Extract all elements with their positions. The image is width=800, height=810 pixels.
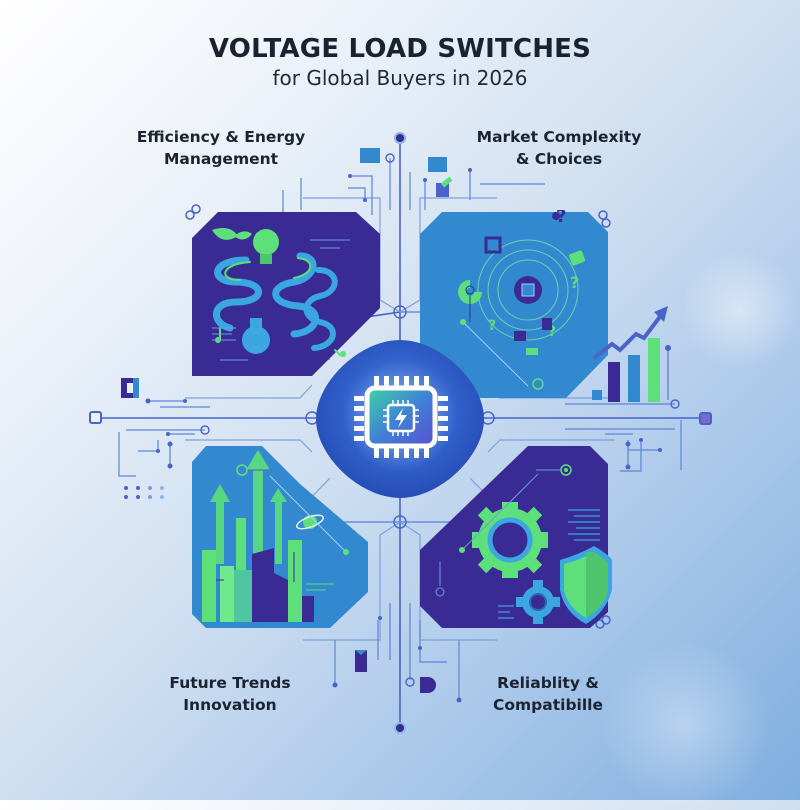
label-market: Market Complexity & Choices	[449, 126, 669, 170]
center-chip-badge	[316, 340, 484, 498]
lightbulb-icon	[242, 318, 270, 354]
label-reliability: Reliablity & Compatibille	[438, 672, 658, 716]
panel-efficiency	[192, 212, 380, 376]
circuit-trace-icon	[213, 252, 341, 356]
rising-bar-chart-icon	[592, 306, 671, 402]
label-future-line2: Innovation	[183, 696, 277, 714]
shield-icon	[560, 546, 612, 624]
label-market-line1: Market Complexity	[476, 128, 642, 146]
microchip-lightning-icon	[354, 376, 448, 458]
leaf-icon	[212, 228, 252, 240]
bar-1	[608, 362, 620, 402]
panel-future	[192, 446, 368, 628]
gear-icon	[472, 502, 548, 578]
bar-3	[648, 338, 660, 402]
svg-text:?: ?	[570, 273, 579, 292]
planet-icon	[295, 514, 325, 530]
page-subtitle: for Global Buyers in 2026	[272, 66, 528, 90]
label-reliability-line2: Compatibille	[493, 696, 603, 714]
label-efficiency-line1: Efficiency & Energy	[136, 128, 306, 146]
svg-text:?: ?	[548, 324, 556, 340]
up-arrow-icon	[210, 450, 287, 564]
small-gear-icon	[516, 580, 560, 624]
page-title: VOLTAGE LOAD SWITCHES	[208, 34, 592, 64]
trend-arrow-icon	[592, 306, 668, 360]
lightning-bolt-icon	[395, 408, 407, 428]
label-future: Future Trends Innovation	[120, 672, 340, 716]
bar-2	[628, 355, 640, 402]
label-efficiency: Efficiency & Energy Management	[111, 126, 331, 170]
label-market-line2: & Choices	[515, 150, 603, 168]
svg-text:?: ?	[556, 210, 566, 227]
panel-market: ? ? ? ?	[420, 210, 608, 398]
panel-reliability	[420, 446, 612, 628]
label-efficiency-line2: Management	[163, 150, 279, 168]
lightbulb-icon	[253, 229, 279, 264]
chip-icon	[477, 239, 579, 341]
svg-text:?: ?	[488, 318, 496, 334]
label-future-line1: Future Trends	[169, 674, 291, 692]
question-mark-icon: ? ? ? ?	[488, 210, 579, 340]
label-reliability-line1: Reliablity &	[497, 674, 599, 692]
